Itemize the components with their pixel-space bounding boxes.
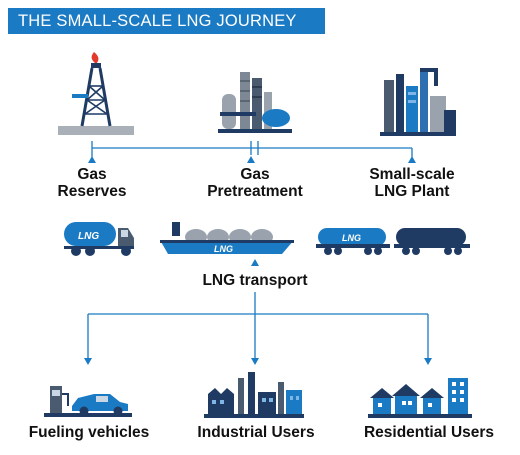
arrow-down-icon — [251, 358, 259, 365]
oil-rig-icon — [58, 52, 134, 135]
factory-icon — [204, 372, 304, 418]
arrow-up-icon — [251, 259, 259, 266]
end-user-fueling: Fueling vehicles — [28, 424, 150, 441]
source-gas-reserves: Gas Reserves — [52, 166, 132, 200]
source-label-line: Gas — [240, 166, 270, 183]
lng-truck-icon: LNG — [64, 222, 134, 256]
source-lng-plant: Small-scale LNG Plant — [360, 166, 464, 200]
lng-train-icon: LNG — [316, 228, 470, 255]
truck-marking: LNG — [78, 231, 99, 242]
train-marking: LNG — [342, 233, 361, 243]
ship-marking: LNG — [214, 244, 233, 254]
source-label-line: Reserves — [57, 183, 127, 200]
lng-plant-icon — [380, 68, 456, 136]
source-label-line: Pretreatment — [207, 183, 303, 200]
transport-label: LNG transport — [202, 272, 308, 289]
fueling-vehicle-icon — [44, 386, 132, 417]
end-user-residential: Residential Users — [363, 424, 495, 441]
lng-ship-icon: LNG — [160, 222, 294, 254]
source-label-line: Gas — [77, 166, 107, 183]
source-label-line: LNG Plant — [374, 183, 450, 200]
source-label-line: Small-scale — [369, 166, 455, 183]
end-user-industrial: Industrial Users — [197, 424, 315, 441]
arrow-down-icon — [84, 358, 92, 365]
arrow-up-icon — [247, 156, 255, 163]
arrow-down-icon — [424, 358, 432, 365]
gas-plant-icon — [218, 72, 292, 133]
arrow-up-icon — [408, 156, 416, 163]
arrow-up-icon — [88, 156, 96, 163]
source-gas-pretreatment: Gas Pretreatment — [200, 166, 310, 200]
page-title: THE SMALL-SCALE LNG JOURNEY — [8, 8, 325, 34]
houses-icon — [368, 378, 472, 418]
